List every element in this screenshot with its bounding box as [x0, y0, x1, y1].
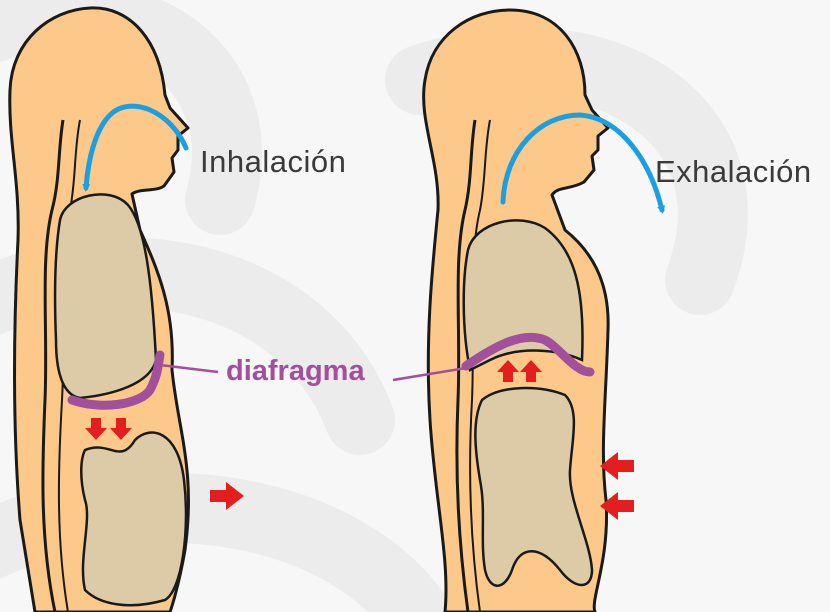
exhale-label: Exhalación: [655, 154, 812, 189]
diaphragm-label: diafragma: [226, 355, 365, 387]
abdomen-inhale: [81, 433, 186, 606]
lungs-inhale: [55, 194, 156, 398]
inhale-label: Inhalación: [200, 144, 346, 179]
